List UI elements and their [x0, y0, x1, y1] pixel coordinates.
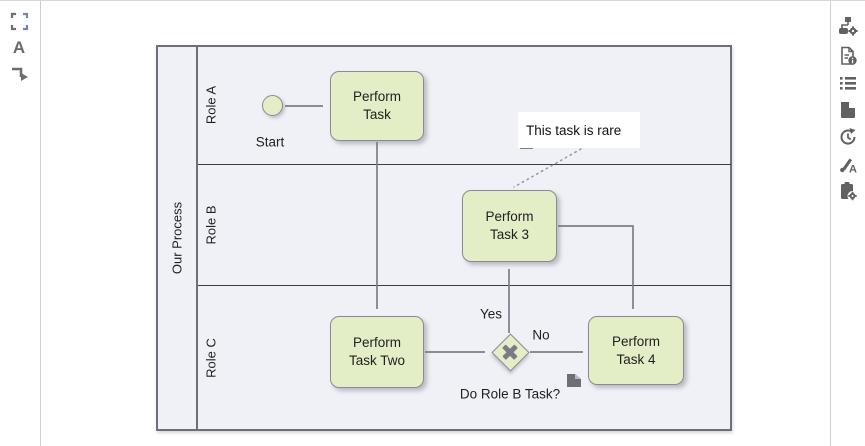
- task-perform-task-two[interactable]: Perform Task Two: [330, 316, 424, 388]
- new-document-button[interactable]: [837, 99, 859, 121]
- lane-label-role-c[interactable]: Role C: [203, 338, 219, 378]
- right-toolbar: A: [830, 1, 865, 446]
- list-view-button[interactable]: [837, 72, 859, 94]
- lane-divider-1: [198, 164, 731, 165]
- list-icon: [840, 77, 856, 90]
- file-info-icon: [841, 46, 857, 65]
- text-tool-icon: A: [12, 37, 26, 57]
- start-event-label: Start: [255, 134, 285, 150]
- paste-settings-button[interactable]: [837, 180, 859, 202]
- lane-label-role-a[interactable]: Role A: [203, 85, 219, 125]
- connector-elbow-icon: [11, 67, 28, 81]
- file-info-button[interactable]: [837, 45, 859, 67]
- left-toolbar: A: [0, 1, 41, 446]
- process-settings-icon: [839, 17, 858, 36]
- task-label: Perform Task Two: [348, 335, 406, 368]
- text-tool-button[interactable]: A: [8, 36, 30, 58]
- history-refresh-icon: [840, 128, 856, 145]
- lane-divider-2: [198, 285, 731, 286]
- annotation-text: This task is rare: [526, 122, 622, 138]
- task-label: Perform Task: [352, 89, 401, 122]
- no-flow-label: No: [532, 327, 550, 343]
- clipboard-gear-icon: [841, 182, 858, 201]
- task-label: Perform Task 3: [485, 209, 534, 242]
- svg-text:A: A: [849, 164, 857, 175]
- history-refresh-button[interactable]: [837, 126, 859, 148]
- frame-select-icon: [10, 12, 28, 30]
- pool-label-column: [156, 45, 198, 431]
- connector-tool-button[interactable]: [8, 62, 30, 84]
- style-format-button[interactable]: A: [837, 153, 859, 175]
- text-annotation[interactable]: This task is rare: [518, 112, 640, 148]
- task-perform-task-3[interactable]: Perform Task 3: [462, 190, 557, 262]
- frame-select-tool-button[interactable]: [8, 10, 30, 32]
- start-event[interactable]: [262, 95, 283, 116]
- pool-label[interactable]: Our Process: [169, 201, 185, 275]
- task-label: Perform Task 4: [611, 333, 660, 367]
- documentation-overlay-icon[interactable]: [566, 373, 583, 393]
- gateway-label: Do Role B Task?: [459, 386, 561, 402]
- yes-flow-label: Yes: [479, 306, 503, 322]
- document-icon: [841, 102, 855, 118]
- task-perform-task-4[interactable]: Perform Task 4: [588, 316, 684, 385]
- brush-letter-icon: A: [839, 158, 857, 175]
- lane-label-role-b[interactable]: Role B: [203, 205, 219, 245]
- process-settings-button[interactable]: [837, 15, 859, 37]
- task-perform-task[interactable]: Perform Task: [330, 71, 424, 141]
